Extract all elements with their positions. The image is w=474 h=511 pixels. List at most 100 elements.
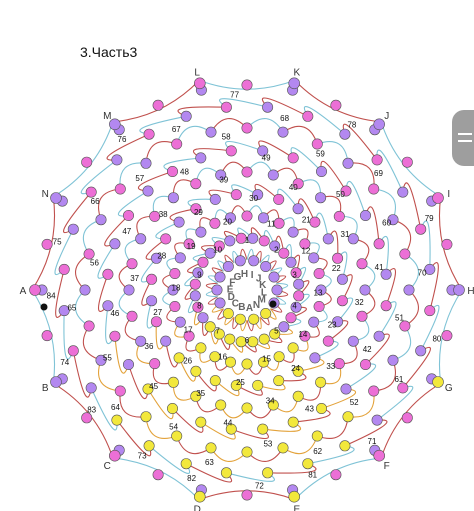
bead-node xyxy=(373,330,385,342)
bead-number-label: 65 xyxy=(67,303,76,312)
bead-node xyxy=(146,295,158,307)
bead-node xyxy=(214,297,226,309)
bead-node xyxy=(79,284,91,296)
endpoint-bead xyxy=(50,376,62,388)
bead-node xyxy=(247,232,259,244)
bead-number-label: 21 xyxy=(302,216,311,225)
bead-node xyxy=(241,489,253,501)
outer-letter-label: N xyxy=(42,189,49,200)
bead-node xyxy=(213,240,225,252)
bead-node xyxy=(235,336,247,348)
bead-number-label: 43 xyxy=(305,405,314,414)
bead-node xyxy=(309,216,321,228)
bead-node xyxy=(415,223,427,235)
bead-node xyxy=(359,358,371,370)
bead-node xyxy=(441,238,453,250)
bead-node xyxy=(83,248,95,260)
outer-letter-label: K xyxy=(293,68,300,79)
bead-node xyxy=(342,157,354,169)
bead-number-label: 20 xyxy=(223,218,232,227)
bead-node xyxy=(241,210,253,222)
bead-number-label: 44 xyxy=(223,419,232,428)
bead-number-label: 22 xyxy=(332,264,341,273)
bead-node xyxy=(195,226,207,238)
inner-letter-label: G xyxy=(234,272,242,283)
bead-node xyxy=(215,399,227,411)
bead-number-label: 68 xyxy=(280,114,289,123)
bead-number-label: 6 xyxy=(245,336,250,345)
bead-node xyxy=(399,248,411,260)
bead-number-label: 63 xyxy=(205,458,214,467)
bead-number-label: 40 xyxy=(289,183,298,192)
outer-letter-label: J xyxy=(384,111,389,122)
bead-node xyxy=(220,101,232,113)
bead-node xyxy=(401,156,413,168)
bead-node xyxy=(67,345,79,357)
bead-node xyxy=(95,354,107,366)
bead-node xyxy=(209,217,221,229)
bead-node xyxy=(332,252,344,264)
bead-node xyxy=(126,258,138,270)
bead-number-label: 12 xyxy=(301,246,310,255)
bead-node xyxy=(85,186,97,198)
bead-number-label: 62 xyxy=(313,447,322,456)
bead-node xyxy=(214,271,226,283)
bead-number-label: 67 xyxy=(172,125,181,134)
bead-node xyxy=(333,358,345,370)
bead-node xyxy=(114,183,126,195)
bead-node xyxy=(220,467,232,479)
bead-node xyxy=(287,152,299,164)
endpoint-bead xyxy=(432,376,444,388)
bead-node xyxy=(273,217,285,229)
bead-number-label: 59 xyxy=(316,150,325,159)
menu-tab-button[interactable] xyxy=(452,110,474,166)
thread-line xyxy=(176,125,212,145)
bead-node xyxy=(336,273,348,285)
bead-node xyxy=(347,233,359,245)
bead-node xyxy=(189,290,201,302)
bead-node xyxy=(230,189,242,201)
bead-node xyxy=(123,284,135,296)
bead-number-label: 32 xyxy=(355,298,364,307)
bead-number-label: 14 xyxy=(298,330,307,339)
bead-number-label: 25 xyxy=(236,378,245,387)
endpoint-bead xyxy=(288,77,301,90)
bead-number-label: 48 xyxy=(180,168,189,177)
bead-node xyxy=(315,284,327,296)
bead-node xyxy=(277,442,289,454)
inner-letter-label: L xyxy=(261,287,267,298)
bead-number-label: 9 xyxy=(197,271,202,280)
endpoint-bead xyxy=(373,118,386,131)
bead-node xyxy=(340,383,352,395)
bead-node xyxy=(222,307,234,319)
bead-number-label: 84 xyxy=(47,291,56,300)
bead-node xyxy=(285,256,297,268)
bead-number-label: 33 xyxy=(326,362,335,371)
bead-node xyxy=(267,399,279,411)
outer-letter-label: I xyxy=(447,189,450,200)
bead-node xyxy=(58,305,70,317)
bead-node xyxy=(252,189,264,201)
bead-node xyxy=(322,233,334,245)
bead-node xyxy=(380,268,392,280)
bead-node xyxy=(273,351,285,363)
bead-node xyxy=(287,416,299,428)
thread-line xyxy=(82,325,102,361)
bead-node xyxy=(292,203,304,215)
bead-number-label: 31 xyxy=(341,230,350,239)
thread-line xyxy=(75,289,90,327)
bead-number-label: 79 xyxy=(425,214,434,223)
bead-node xyxy=(260,307,272,319)
bead-node xyxy=(143,440,155,452)
bead-node xyxy=(302,110,314,122)
bead-number-label: 4 xyxy=(292,302,297,311)
thread-line xyxy=(392,219,412,255)
inner-letter-label: F xyxy=(229,278,235,289)
bead-node xyxy=(308,316,320,328)
bead-node xyxy=(123,358,135,370)
inner-letter-label: C xyxy=(232,298,239,309)
bead-node xyxy=(399,320,411,332)
bead-node xyxy=(257,423,269,435)
bead-node xyxy=(224,235,236,247)
thread-line xyxy=(147,388,174,420)
